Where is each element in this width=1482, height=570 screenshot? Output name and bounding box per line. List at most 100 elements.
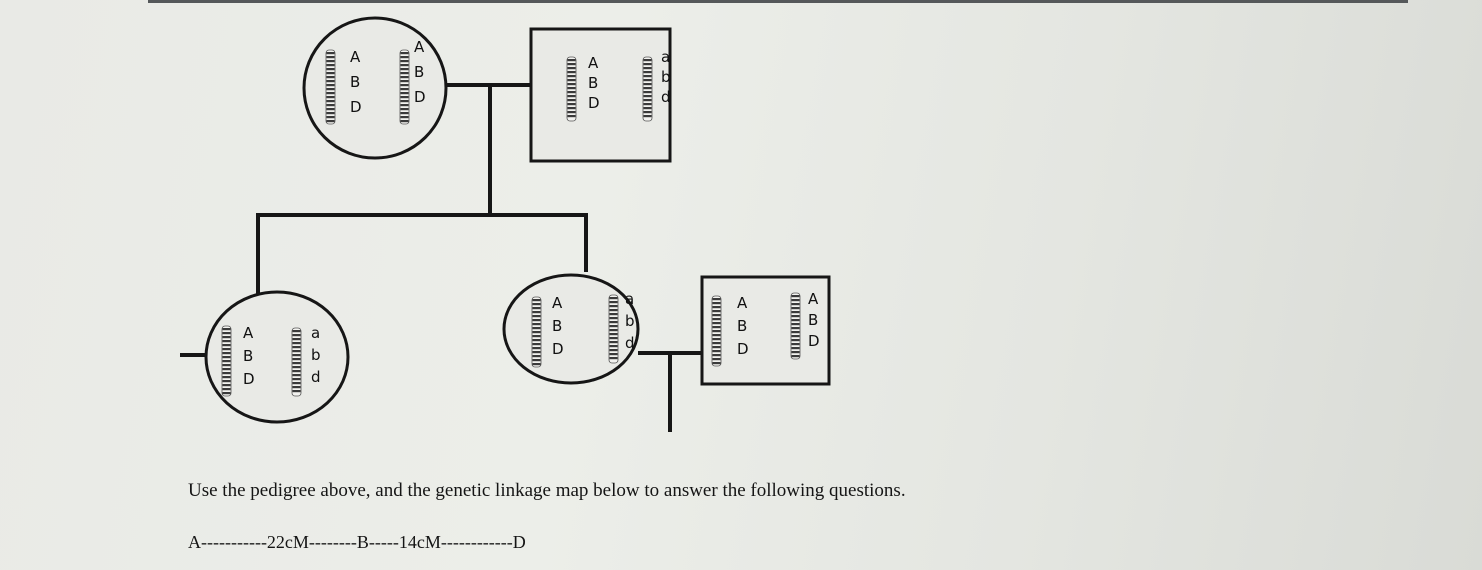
chromosome-band xyxy=(567,111,576,114)
chromosome-band xyxy=(292,354,301,357)
chromosome-band xyxy=(292,382,301,385)
chromosome-band xyxy=(712,314,721,317)
chromosome-band xyxy=(222,388,231,391)
chromosome-band xyxy=(400,56,409,59)
daughter-left-allele-label: D xyxy=(243,370,255,388)
chromosome-band xyxy=(532,311,541,314)
chromosome-band xyxy=(609,337,618,340)
daughter-right-allele-label: B xyxy=(552,317,562,335)
chromosome-band xyxy=(643,91,652,94)
spouse-allele-label: D xyxy=(737,340,749,358)
daughter-right-allele-label: a xyxy=(625,290,634,308)
chromosome-band xyxy=(400,120,409,123)
chromosome-band xyxy=(712,298,721,301)
chromosome-band xyxy=(643,99,652,102)
chromosome-band xyxy=(326,88,335,91)
chromosome-band xyxy=(567,71,576,74)
chromosome-band xyxy=(532,315,541,318)
daughter-right-allele-label: d xyxy=(625,334,635,352)
chromosome-band xyxy=(400,96,409,99)
chromosome-band xyxy=(609,297,618,300)
chromosome-band xyxy=(292,342,301,345)
chromosome-band xyxy=(400,68,409,71)
spouse-chromosome-1 xyxy=(711,295,722,367)
chromosome-band xyxy=(609,309,618,312)
chromosome-band xyxy=(400,80,409,83)
chromosome-band xyxy=(712,306,721,309)
spouse-chromosome-2 xyxy=(790,292,801,360)
daughter-left-allele-label: d xyxy=(311,368,321,386)
chromosome-band xyxy=(791,355,800,358)
chromosome-band xyxy=(712,334,721,337)
chromosome-band xyxy=(791,303,800,306)
chromosome-band xyxy=(326,84,335,87)
chromosome-band xyxy=(791,315,800,318)
chromosome-band xyxy=(326,68,335,71)
chromosome-band xyxy=(609,341,618,344)
chromosome-band xyxy=(326,76,335,79)
chromosome-band xyxy=(292,378,301,381)
chromosome-band xyxy=(400,72,409,75)
grandfather-allele-label: b xyxy=(661,68,671,86)
chromosome-band xyxy=(712,338,721,341)
chromosome-band xyxy=(643,67,652,70)
chromosome-band xyxy=(712,302,721,305)
chromosome-band xyxy=(567,115,576,118)
chromosome-band xyxy=(643,59,652,62)
chromosome-band xyxy=(532,323,541,326)
chromosome-band xyxy=(326,108,335,111)
chromosome-band xyxy=(791,347,800,350)
chromosome-band xyxy=(400,92,409,95)
chromosome-band xyxy=(643,87,652,90)
instruction-text: Use the pedigree above, and the genetic … xyxy=(188,480,906,501)
chromosome-band xyxy=(643,71,652,74)
grandmother-chromosome-1 xyxy=(325,49,336,125)
chromosome-band xyxy=(292,358,301,361)
chromosome-band xyxy=(567,75,576,78)
chromosome-band xyxy=(791,339,800,342)
chromosome-band xyxy=(712,326,721,329)
chromosome-band xyxy=(292,338,301,341)
chromosome-band xyxy=(222,332,231,335)
chromosome-band xyxy=(532,307,541,310)
chromosome-band xyxy=(643,95,652,98)
chromosome-band xyxy=(222,380,231,383)
chromosome-band xyxy=(791,311,800,314)
chromosome-band xyxy=(567,83,576,86)
chromosome-band xyxy=(609,349,618,352)
chromosome-band xyxy=(292,390,301,393)
chromosome-band xyxy=(222,368,231,371)
chromosome-band xyxy=(222,356,231,359)
daughter-left-chromosome-2 xyxy=(291,327,302,397)
chromosome-band xyxy=(567,63,576,66)
grandmother-chromosome-2 xyxy=(399,49,410,125)
chromosome-band xyxy=(222,328,231,331)
chromosome-band xyxy=(532,319,541,322)
chromosome-band xyxy=(609,301,618,304)
chromosome-band xyxy=(400,108,409,111)
grandfather-chromosome-1 xyxy=(566,56,577,122)
chromosome-band xyxy=(326,112,335,115)
chromosome-band xyxy=(532,347,541,350)
spouse-allele-label: A xyxy=(737,294,748,312)
spouse-square xyxy=(700,275,831,386)
chromosome-band xyxy=(532,303,541,306)
chromosome-band xyxy=(326,52,335,55)
grandmother-allele-label: B xyxy=(350,73,360,91)
chromosome-band xyxy=(532,355,541,358)
daughter-left-allele-label: b xyxy=(311,346,321,364)
chromosome-band xyxy=(326,100,335,103)
chromosome-band xyxy=(222,372,231,375)
chromosome-band xyxy=(222,348,231,351)
grandmother-allele-label: B xyxy=(414,63,424,81)
chromosome-band xyxy=(532,331,541,334)
chromosome-band xyxy=(292,386,301,389)
chromosome-band xyxy=(609,329,618,332)
chromosome-band xyxy=(400,112,409,115)
chromosome-band xyxy=(326,72,335,75)
chromosome-band xyxy=(643,63,652,66)
daughter-right-chromosome-2 xyxy=(608,294,619,364)
chromosome-band xyxy=(222,376,231,379)
chromosome-band xyxy=(567,87,576,90)
